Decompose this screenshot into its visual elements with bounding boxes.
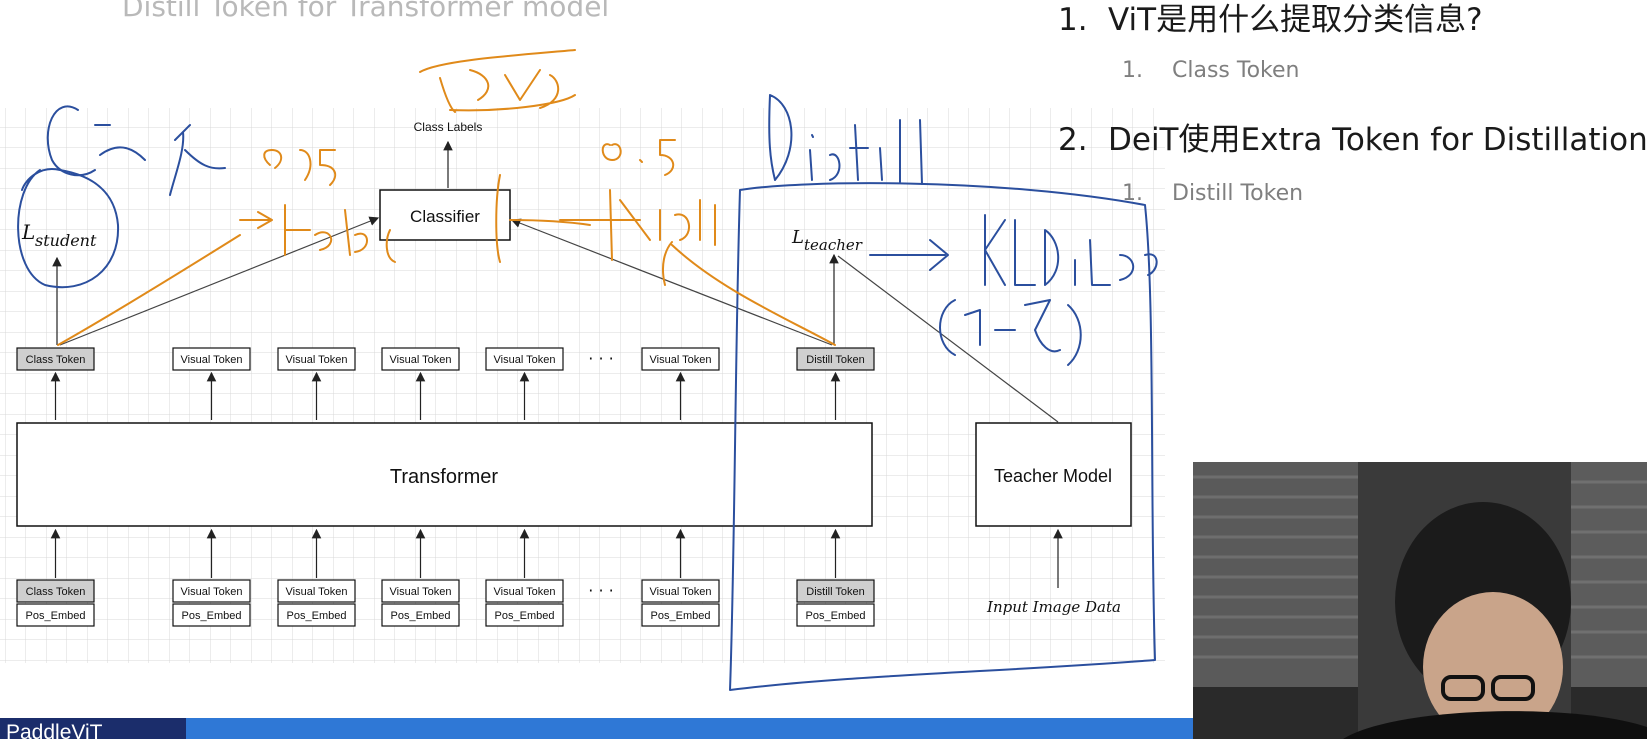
lambda-mark: [169, 124, 226, 196]
top-token-2-box: [277, 347, 356, 371]
paddlevit-logo: PaddleViT: [0, 718, 186, 739]
grid-background: [0, 108, 1165, 663]
outline-item-1-text: ViT是用什么提取分类信息?: [1108, 2, 1483, 38]
svg-text:L: L: [791, 227, 804, 248]
classifier-box: [379, 189, 511, 241]
classifier-bracket-right: [495, 174, 501, 263]
transformer-label: Transformer: [390, 466, 499, 488]
outline-subitem-1-text: Class Token: [1172, 58, 1300, 83]
weight-left-handwriting: [263, 149, 337, 186]
bottom-token-3-box: [381, 579, 460, 603]
outline-subitem-1-number: 1.: [1122, 58, 1143, 83]
distill-handwriting: [768, 94, 923, 185]
pos-embed-5: Pos_Embed: [651, 610, 711, 622]
top-token-3-box: [381, 347, 460, 371]
lstudent-circle: [17, 168, 120, 289]
top-token-1: Visual Token: [181, 354, 243, 366]
class-labels-text: Class Labels: [414, 120, 483, 134]
pos-embed-6: Pos_Embed: [806, 610, 866, 622]
outline-item-2: 2. DeiT使用Extra Token for Distillation: [1058, 114, 1647, 159]
outline-item-2-text: DeiT使用Extra Token for Distillation: [1108, 122, 1647, 158]
bottom-token-4-box: [485, 579, 564, 603]
top-token-0-box: [16, 347, 95, 371]
bottom-ellipsis: · · ·: [588, 581, 613, 600]
bottom-token-5-box: [641, 579, 720, 603]
one-minus-lambda-handwriting: [939, 299, 1082, 366]
top-ellipsis: · · ·: [588, 349, 613, 368]
l-teacher-label: L teacher: [791, 227, 863, 254]
top-token-6-box: [796, 347, 875, 371]
lmore-handwriting: [559, 189, 716, 261]
outline-subitem-2: 1. Distill Token: [1122, 181, 1303, 206]
l-student-label: L student: [21, 220, 97, 250]
footer-bar: PaddleViT: [0, 718, 1195, 739]
outline-subitem-1: 1. Class Token: [1122, 58, 1299, 83]
bottom-token-4: Visual Token: [494, 586, 556, 598]
transformer-box: [16, 422, 873, 527]
webcam-video: [1193, 462, 1647, 739]
top-token-4: Visual Token: [494, 354, 556, 366]
pos-embed-0-box: [16, 603, 95, 627]
bottom-token-6-box: [796, 579, 875, 603]
kldivloss-handwriting: [984, 214, 1158, 286]
distill-token-to-classifier-arrow: [510, 218, 833, 346]
pos-embed-6-box: [796, 603, 875, 627]
top-token-4-box: [485, 347, 564, 371]
pos-embed-2: Pos_Embed: [287, 610, 347, 622]
bottom-token-6: Distill Token: [806, 586, 865, 598]
teacher-model-box: [975, 422, 1132, 527]
top-token-row: Class Token Visual Token Visual Token Visua…: [16, 347, 875, 420]
pos-embed-2-box: [277, 603, 356, 627]
svg-text:teacher: teacher: [804, 236, 863, 254]
pos-embed-4-box: [485, 603, 564, 627]
teacher-model-label: Teacher Model: [994, 466, 1112, 486]
arrow-to-kldivloss: [869, 239, 949, 271]
distill-token-to-lmore-orange: [662, 241, 836, 346]
classifier-feed-orange: [509, 219, 591, 226]
input-image-data-label: Input Image Data: [986, 598, 1121, 616]
outline-item-1: 1. ViT是用什么提取分类信息?: [1058, 0, 1483, 39]
svg-text:student: student: [35, 231, 97, 250]
distill-box-outline: [729, 182, 1156, 691]
bottom-token-0-box: [16, 579, 95, 603]
top-token-1-box: [172, 347, 251, 371]
bottom-token-1: Visual Token: [181, 586, 243, 598]
bottom-token-0: Class Token: [26, 586, 86, 598]
class-token-to-classifier-arrow: [59, 216, 380, 346]
pos-embed-5-box: [641, 603, 720, 627]
classifier-bracket-left: [385, 229, 396, 263]
weight-right-handwriting: [601, 139, 676, 176]
bottom-token-1-box: [172, 579, 251, 603]
slide-title: Distill Token for Transformer model: [122, 0, 610, 23]
bottom-token-5: Visual Token: [650, 586, 712, 598]
bottom-token-2: Visual Token: [286, 586, 348, 598]
top-token-2: Visual Token: [286, 354, 348, 366]
outline-subitem-2-number: 1.: [1122, 181, 1143, 206]
pos-embed-0: Pos_Embed: [26, 610, 86, 622]
class-token-to-ladd-orange: [57, 234, 241, 346]
outline-item-2-number: 2.: [1058, 122, 1088, 158]
top-token-3: Visual Token: [390, 354, 452, 366]
top-token-5-box: [641, 347, 720, 371]
outline-subitem-2-text: Distill Token: [1172, 181, 1304, 206]
pos-embed-4: Pos_Embed: [495, 610, 555, 622]
pos-embed-3-box: [381, 603, 460, 627]
outline-item-1-number: 1.: [1058, 2, 1088, 38]
classifier-label: Classifier: [410, 207, 480, 226]
top-token-6: Distill Token: [806, 354, 865, 366]
top-token-5: Visual Token: [650, 354, 712, 366]
bottom-token-3: Visual Token: [390, 586, 452, 598]
top-token-0: Class Token: [26, 354, 86, 366]
pos-embed-3: Pos_Embed: [391, 610, 451, 622]
cat-scribble: [419, 49, 576, 113]
svg-text:L: L: [21, 220, 35, 244]
pos-embed-1: Pos_Embed: [182, 610, 242, 622]
bottom-token-2-box: [277, 579, 356, 603]
teacher-to-lteacher-line: [837, 255, 1059, 423]
pos-embed-1-box: [172, 603, 251, 627]
ladd-handwriting: [239, 204, 368, 256]
